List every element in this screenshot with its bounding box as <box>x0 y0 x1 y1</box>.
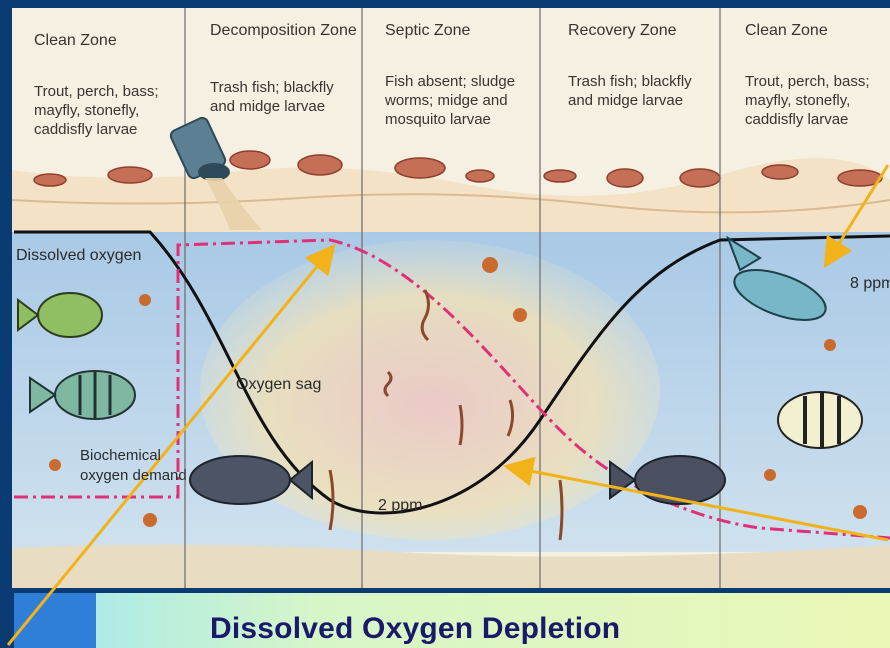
zone-desc-septic: Fish absent; sludge worms; midge and mos… <box>385 72 530 129</box>
zone-title-decomposition: Decomposition Zone <box>210 22 357 40</box>
label-low-ppm: 2 ppm <box>378 496 422 516</box>
zone-title-clean-1: Clean Zone <box>34 32 117 50</box>
label-oxygen-sag: Oxygen sag <box>236 375 321 395</box>
label-high-ppm: 8 ppm <box>850 274 890 294</box>
zone-desc-clean-2: Trout, perch, bass; mayfly, stonefly, ca… <box>745 72 890 129</box>
zone-desc-recovery: Trash fish; blackfly and midge larvae <box>568 72 718 110</box>
label-bod-line1: Biochemical <box>80 446 161 465</box>
label-dissolved-oxygen: Dissolved oxygen <box>16 246 141 266</box>
zone-title-recovery: Recovery Zone <box>568 22 677 40</box>
label-bod-line2: oxygen demand <box>80 466 187 485</box>
zone-title-septic: Septic Zone <box>385 22 470 40</box>
zone-desc-clean-1: Trout, perch, bass; mayfly, stonefly, ca… <box>34 82 179 139</box>
fish-perch-right-icon <box>778 392 862 448</box>
zone-desc-decomposition: Trash fish; blackfly and midge larvae <box>210 78 360 116</box>
zone-title-clean-2: Clean Zone <box>745 22 828 40</box>
